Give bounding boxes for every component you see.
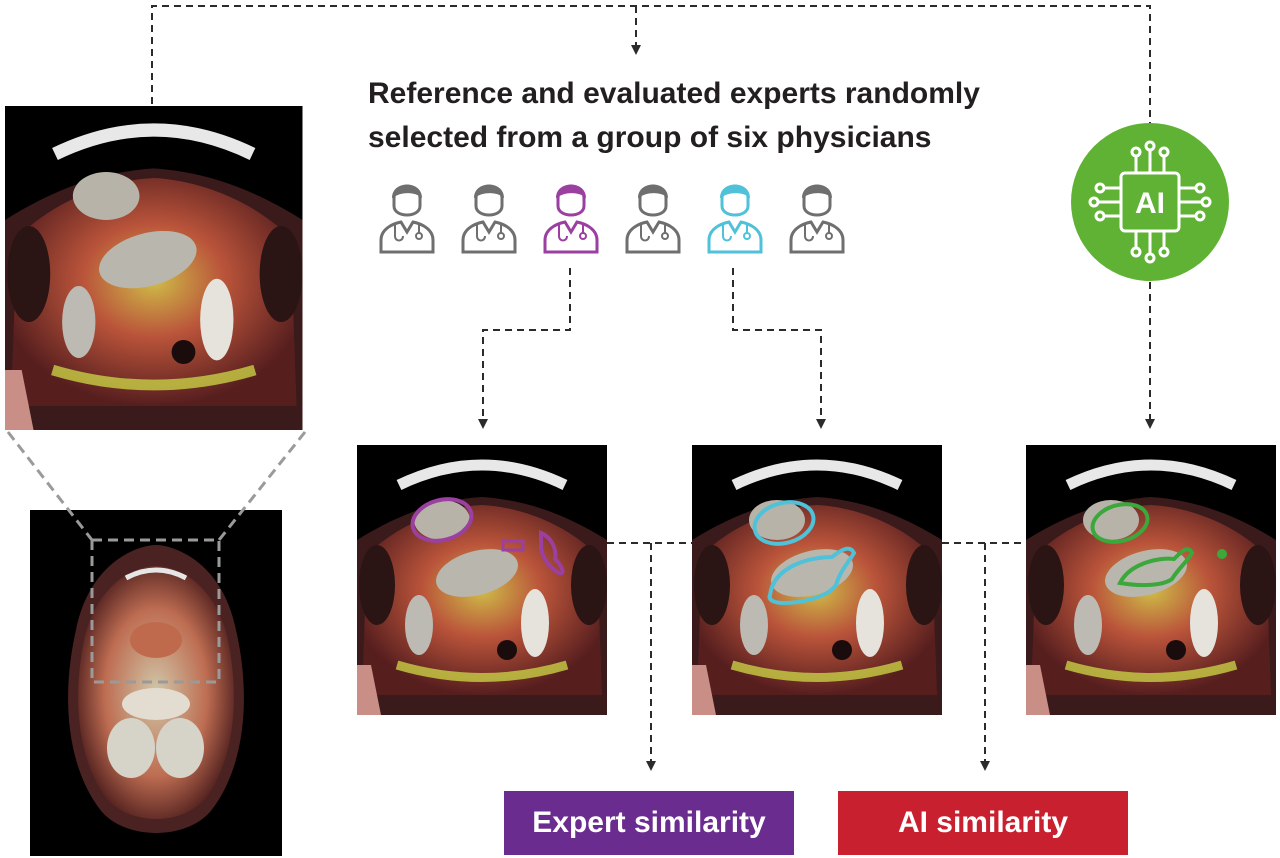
- title-line-1: Reference and evaluated experts randomly: [368, 77, 980, 110]
- top-routing-line: [151, 5, 1151, 130]
- doctor-icon: [379, 184, 435, 254]
- doctor-icon: [625, 184, 681, 254]
- zoom-connector-left: [6, 431, 94, 541]
- expert-similarity-label: Expert similarity: [532, 806, 766, 839]
- reference-contour-image: [357, 445, 607, 715]
- title-line-2: selected from a group of six physicians: [368, 121, 932, 154]
- doctor-icon: [707, 184, 763, 254]
- reference-expert-route: [478, 268, 571, 429]
- expert-similarity-box: Expert similarity: [504, 791, 794, 855]
- ai-similarity-box: AI similarity: [838, 791, 1128, 855]
- physician-icon-row: [379, 184, 845, 254]
- diagram-title: Reference and evaluated experts randomly…: [368, 72, 1068, 160]
- zoomed-scan-image: [5, 106, 303, 430]
- ai-badge-circle: [1071, 123, 1229, 281]
- doctor-icon: [789, 184, 845, 254]
- ai-badge-label: AI: [1135, 187, 1165, 220]
- evaluated-contour-image: [692, 445, 942, 715]
- ai-similarity-label: AI similarity: [897, 806, 1069, 839]
- doctor-icon: [543, 184, 599, 254]
- whole-head-image: [30, 510, 282, 856]
- ai-contour-image: [1026, 445, 1276, 715]
- zoom-region-box: [90, 538, 221, 684]
- evaluated-expert-route: [732, 268, 826, 429]
- doctor-icon: [461, 184, 517, 254]
- zoom-connector-right: [217, 431, 307, 541]
- ai-badge: AI: [1071, 123, 1229, 281]
- ai-chip-icon: [1088, 140, 1212, 264]
